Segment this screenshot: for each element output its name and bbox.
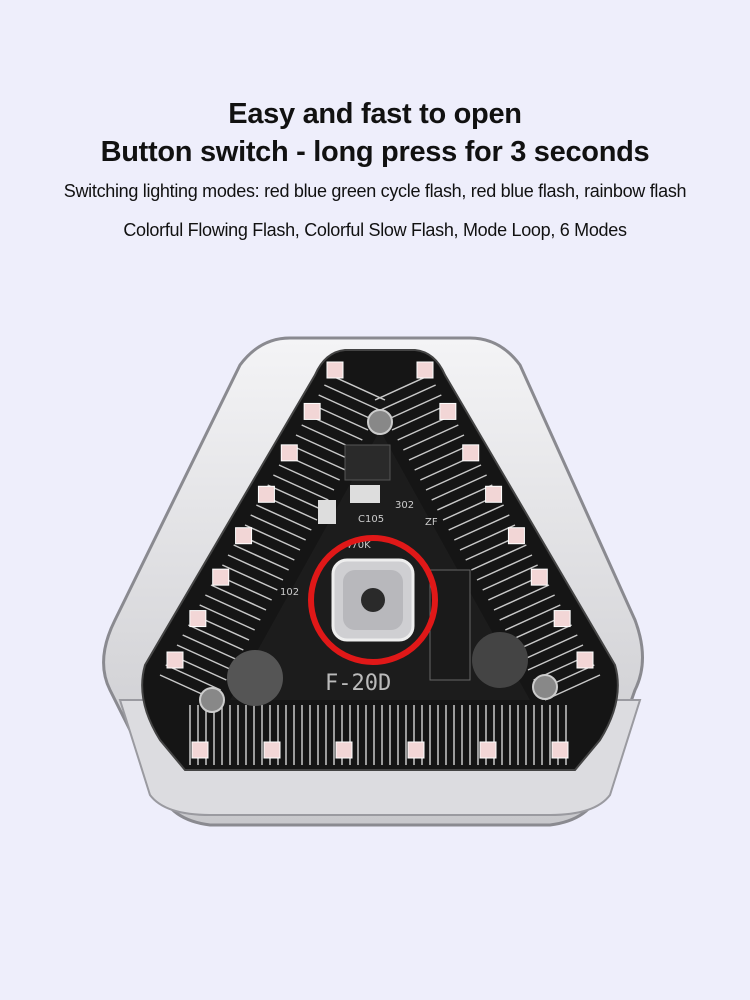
led	[462, 444, 480, 462]
heatsink-fin	[329, 374, 386, 401]
heatsink-fin	[431, 474, 487, 501]
heatsink-fin	[403, 424, 459, 451]
led	[551, 741, 569, 759]
heatsink-fin	[522, 634, 578, 661]
headline-line-1: Easy and fast to open	[228, 98, 522, 130]
heatsink-fin	[493, 584, 550, 611]
heatsink-fin	[374, 374, 431, 401]
heatsink-fin	[324, 384, 380, 411]
heatsink-fin	[278, 464, 335, 491]
led	[303, 402, 321, 420]
heatsink-fin	[318, 394, 374, 421]
heatsink-fin	[222, 564, 278, 591]
heatsink-fin	[188, 624, 244, 651]
heatsink-fin	[267, 484, 323, 511]
led	[576, 651, 594, 669]
headline-line-2: Button switch - long press for 3 seconds	[100, 136, 650, 168]
heatsink-fin	[391, 404, 448, 431]
led	[235, 527, 253, 545]
description-line-1: Switching lighting modes: red blue green…	[63, 181, 687, 201]
led	[326, 361, 344, 379]
led	[335, 741, 353, 759]
product-photo-light-device: F-20D C105 102 302 470K ZF	[102, 336, 644, 827]
heatsink-fin	[459, 524, 516, 551]
led	[553, 610, 571, 628]
led	[257, 485, 275, 503]
heatsink-fin	[312, 404, 369, 431]
heatsink-fin	[499, 594, 555, 621]
heatsink-fin	[273, 474, 329, 501]
heatsink-fin	[505, 604, 561, 631]
led	[263, 741, 281, 759]
heatsink-fin	[482, 564, 538, 591]
svg-text:ZF: ZF	[425, 517, 438, 528]
heatsink-fin	[380, 384, 436, 411]
description-line-2: Colorful Flowing Flash, Colorful Slow Fl…	[123, 220, 627, 240]
led	[530, 568, 548, 586]
led	[407, 741, 425, 759]
heatsink-fin	[414, 444, 470, 471]
heatsink-fin	[290, 444, 346, 471]
heatsink-fin	[448, 504, 504, 531]
led	[191, 741, 209, 759]
svg-text:470K: 470K	[345, 540, 371, 551]
heatsink-fin	[256, 504, 312, 531]
heatsink-fin	[244, 524, 301, 551]
heatsink-fin	[250, 514, 306, 541]
led	[189, 610, 207, 628]
svg-text:102: 102	[280, 587, 299, 598]
heatsink-fin	[210, 584, 267, 611]
heatsink-fin	[176, 644, 233, 671]
led	[416, 361, 434, 379]
heatsink-fin	[437, 484, 493, 511]
power-button[interactable]	[331, 558, 415, 642]
led	[507, 527, 525, 545]
pcb-marking: F-20D	[325, 671, 391, 696]
heatsink-fin	[199, 604, 255, 631]
button-highlight-circle	[308, 535, 438, 665]
heatsink-fin	[182, 634, 238, 661]
led	[166, 651, 184, 669]
led	[479, 741, 497, 759]
heatsink-fin	[205, 594, 261, 621]
heatsink-fin	[471, 544, 527, 571]
heatsink-fin	[165, 664, 221, 691]
led	[485, 485, 503, 503]
heatsink-fin	[516, 624, 572, 651]
heatsink-fin	[527, 644, 584, 671]
heatsink-fin	[386, 394, 442, 421]
heatsink-fin	[476, 554, 533, 581]
heatsink-fin	[425, 464, 482, 491]
led	[280, 444, 298, 462]
heatsink-fin	[454, 514, 510, 541]
led	[439, 402, 457, 420]
svg-text:C105: C105	[358, 514, 384, 525]
svg-text:302: 302	[395, 500, 414, 511]
heatsink-fin	[233, 544, 289, 571]
heatsink-fin	[295, 434, 352, 461]
heatsink-fin	[227, 554, 284, 581]
heatsink-fin	[408, 434, 465, 461]
led	[212, 568, 230, 586]
